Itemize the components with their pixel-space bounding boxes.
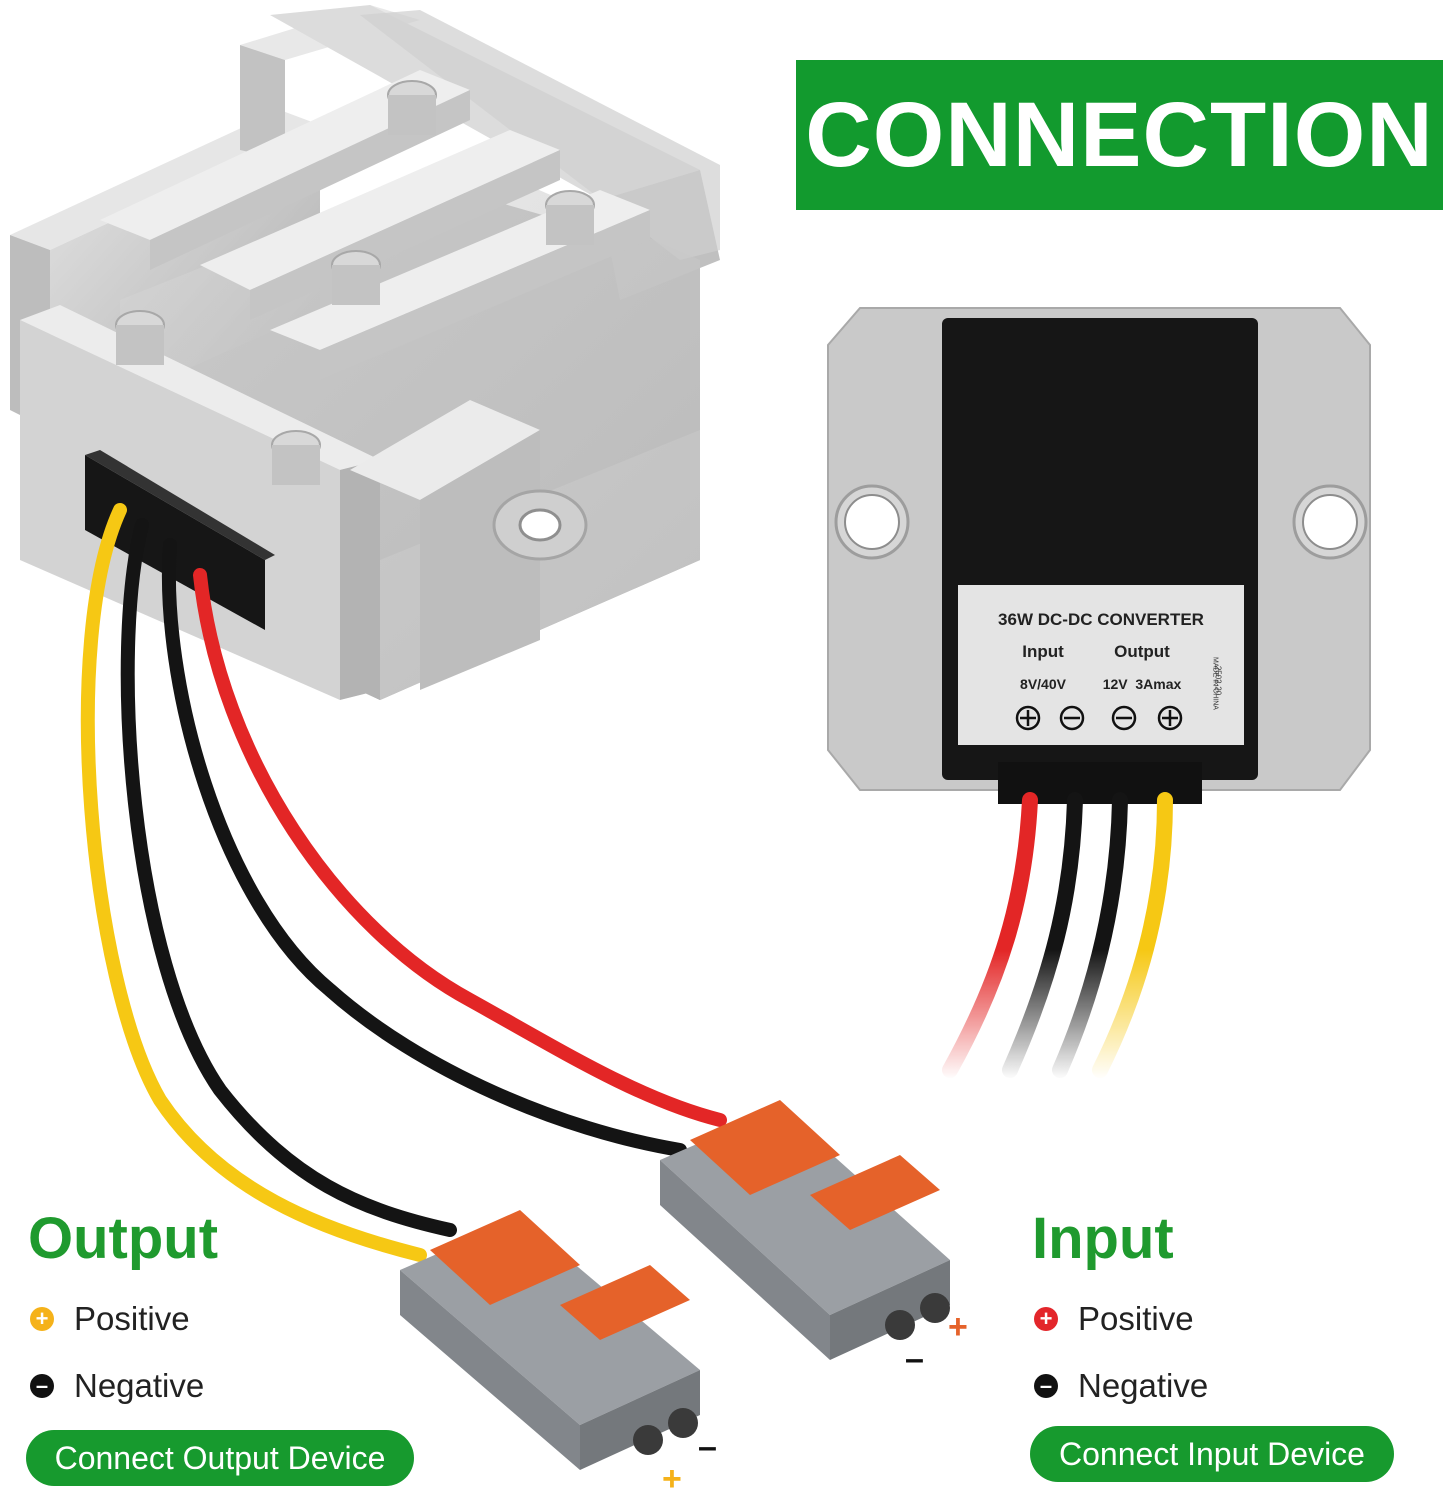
output-positive-label: Positive <box>74 1300 190 1337</box>
input-legend-title: Input <box>1032 1206 1174 1271</box>
label-title: 36W DC-DC CONVERTER <box>998 610 1204 629</box>
minus-circle-icon: – <box>1034 1374 1058 1398</box>
label-input-range: 8V/40V <box>1020 676 1066 692</box>
label-polarity-symbols <box>1015 705 1183 731</box>
output-terminal-plus: + <box>662 1460 682 1498</box>
output-terminal-minus: – <box>698 1428 717 1466</box>
minus-circle-icon: – <box>30 1374 54 1398</box>
banner-title: CONNECTION <box>805 83 1434 186</box>
input-terminal-plus: + <box>948 1308 968 1346</box>
converter-3d-body <box>10 5 720 700</box>
input-positive-label: Positive <box>1078 1300 1194 1337</box>
input-negative-label: Negative <box>1078 1367 1209 1404</box>
label-output-header: Output <box>1114 642 1170 661</box>
lever-connector-input <box>660 1100 950 1360</box>
connect-input-device-button[interactable]: Connect Input Device <box>1030 1426 1394 1482</box>
input-positive-row: + Positive <box>1034 1300 1194 1338</box>
lever-connector-output <box>400 1210 700 1470</box>
output-negative-row: – Negative <box>30 1367 204 1405</box>
label-input-header: Input <box>1022 642 1064 661</box>
output-legend-title: Output <box>28 1206 219 1271</box>
plus-circle-icon: + <box>30 1307 54 1331</box>
input-terminal-minus: – <box>905 1340 924 1378</box>
converter-top-view <box>827 307 1371 804</box>
plus-circle-icon: + <box>1034 1307 1058 1331</box>
connection-banner <box>796 60 1443 210</box>
input-negative-row: – Negative <box>1034 1367 1208 1405</box>
label-side-origin: MADE IN CHINA <box>1211 657 1219 710</box>
output-positive-row: + Positive <box>30 1300 190 1338</box>
output-negative-label: Negative <box>74 1367 205 1404</box>
connect-output-device-button[interactable]: Connect Output Device <box>26 1430 414 1486</box>
converter-top-view-wires <box>942 792 1173 1078</box>
label-output-spec: 12V 3Amax <box>1102 676 1182 692</box>
converter-3d-wires <box>80 503 727 1262</box>
